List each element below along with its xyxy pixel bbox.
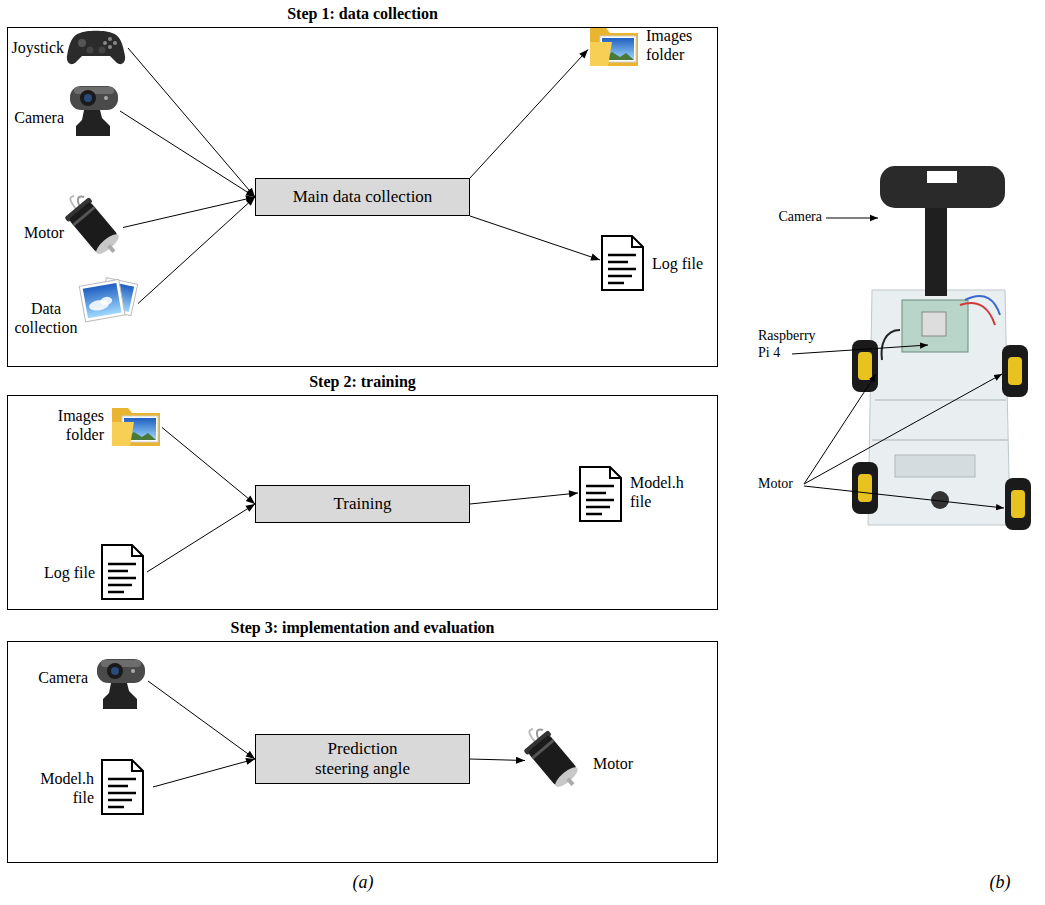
figure-tag: (a) (323, 872, 403, 894)
camera-icon (97, 659, 145, 709)
flow-arrow (153, 759, 255, 787)
step-heading: Step 1: data collection (8, 4, 717, 24)
flow-arrow (470, 50, 588, 179)
motor-icon (523, 729, 585, 795)
flow-arrow (470, 493, 578, 504)
part-label: Raspberry Pi 4 (758, 328, 830, 362)
icon-node: Log file (15, 543, 147, 601)
document-icon (580, 467, 621, 521)
leader-line (804, 374, 1002, 484)
box-label: Main data collection (293, 187, 433, 207)
folder-icon (112, 408, 160, 446)
icon-label: Log file (15, 563, 95, 582)
figure-tag: (b) (960, 872, 1040, 894)
icon-label: Camera (8, 108, 64, 127)
icon-node: Camera (8, 82, 120, 140)
step-heading: Step 2: training (8, 372, 717, 392)
leader-lines (792, 218, 1004, 508)
icon-node: Camera (8, 650, 148, 712)
step-panel: Step 3: implementation and evaluationCam… (7, 641, 718, 863)
box-label: Prediction steering angle (308, 739, 418, 778)
leader-line (804, 486, 1004, 508)
document-icon (102, 545, 143, 599)
flow-arrow (148, 681, 255, 759)
leader-line (792, 345, 928, 354)
flow-arrow (147, 504, 255, 572)
flow-arrow (120, 111, 255, 197)
icon-node: Log file (600, 232, 714, 294)
icon-node: Model.h file (578, 465, 698, 521)
step-panel: Step 2: trainingImages folderLog fileTra… (7, 395, 718, 610)
icon-label: Log file (652, 254, 714, 273)
flow-arrow (138, 197, 255, 304)
icon-node: Data collection (6, 275, 138, 343)
icon-label: Motor (8, 223, 64, 242)
icon-label: Motor (593, 754, 643, 773)
icon-label: Model.h file (630, 473, 694, 511)
joystick-icon (67, 31, 125, 64)
icon-node: Motor (525, 728, 645, 793)
process-box: Main data collection (255, 178, 470, 216)
motor-icon (64, 196, 126, 262)
icon-node: Images folder (588, 22, 712, 72)
icon-label: Model.h file (34, 769, 94, 807)
process-box: Prediction steering angle (255, 734, 470, 784)
icon-node: Images folder (40, 400, 162, 455)
icon-label: Data collection (6, 299, 86, 337)
icon-label: Images folder (646, 26, 708, 64)
folder-icon (590, 28, 638, 66)
step-heading: Step 3: implementation and evaluation (8, 618, 717, 638)
flow-arrow (123, 197, 255, 228)
part-label: Camera (752, 209, 822, 226)
icon-node: Model.h file (8, 757, 153, 817)
camera-icon (70, 86, 118, 136)
box-label: Training (334, 494, 392, 514)
icon-label: Joystick (8, 38, 64, 57)
flow-arrow (470, 759, 525, 761)
leader-line (804, 374, 876, 484)
icon-node: Motor (8, 195, 123, 260)
icon-label: Camera (8, 668, 88, 687)
document-icon (602, 236, 643, 290)
leader-line (826, 218, 878, 219)
flow-arrow (162, 428, 255, 505)
part-label: Motor (758, 476, 818, 493)
images-icon (79, 278, 137, 322)
process-box: Training (255, 485, 470, 523)
icon-node: Joystick (8, 28, 128, 68)
step3-icons (97, 659, 585, 814)
flow-arrow (470, 216, 600, 260)
document-icon (102, 760, 143, 814)
step-panel: Step 1: data collectionJoystickCameraMot… (7, 27, 718, 367)
icon-label: Images folder (40, 406, 104, 444)
flow-arrow (128, 48, 255, 197)
step2-icons (102, 408, 621, 599)
step1-icons (64, 28, 643, 322)
